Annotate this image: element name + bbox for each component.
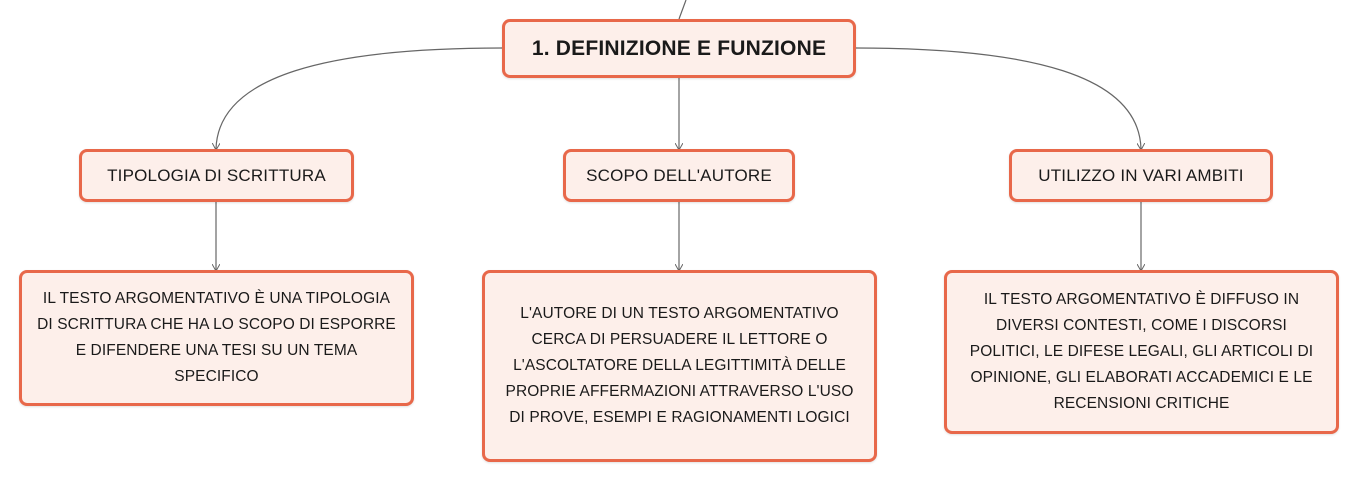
topic-tipologia-di-scrittura[interactable]: TIPOLOGIA DI SCRITTURA	[79, 149, 354, 202]
topic-label: SCOPO DELL'AUTORE	[586, 165, 772, 185]
connector-root-branch-1	[216, 47, 503, 149]
root-topic[interactable]: 1. DEFINIZIONE E FUNZIONE	[502, 19, 856, 78]
subtopic-detail-scopo[interactable]: L'AUTORE DI UN TESTO ARGOMENTATIVO CERCA…	[482, 270, 877, 462]
subtopic-detail-utilizzo[interactable]: IL TESTO ARGOMENTATIVO È DIFFUSO IN DIVE…	[944, 270, 1339, 434]
connector-root-branch-3	[855, 47, 1141, 149]
parent-connector	[678, 0, 687, 20]
topic-scopo-dell-autore[interactable]: SCOPO DELL'AUTORE	[563, 149, 795, 202]
subtopic-text: IL TESTO ARGOMENTATIVO È UNA TIPOLOGIA D…	[37, 290, 396, 385]
subtopic-text: IL TESTO ARGOMENTATIVO È DIFFUSO IN DIVE…	[969, 291, 1314, 412]
topic-utilizzo-in-vari-ambiti[interactable]: UTILIZZO IN VARI AMBITI	[1009, 149, 1273, 202]
subtopic-detail-tipologia[interactable]: IL TESTO ARGOMENTATIVO È UNA TIPOLOGIA D…	[19, 270, 414, 406]
topic-label: TIPOLOGIA DI SCRITTURA	[107, 165, 326, 185]
subtopic-text: L'AUTORE DI UN TESTO ARGOMENTATIVO CERCA…	[505, 305, 854, 426]
topic-label: UTILIZZO IN VARI AMBITI	[1038, 165, 1244, 185]
root-topic-label: 1. DEFINIZIONE E FUNZIONE	[531, 36, 827, 60]
